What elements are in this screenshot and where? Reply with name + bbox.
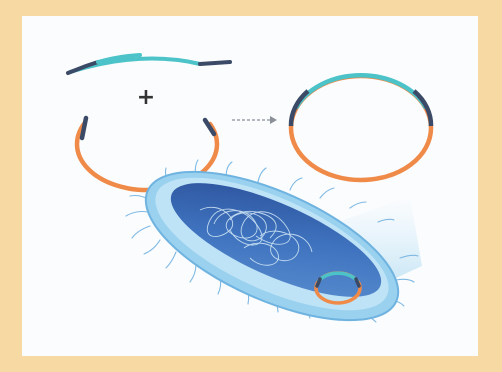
vector-sticky-end-left <box>82 118 86 138</box>
arrow-head <box>270 116 277 124</box>
recombinant-insert-part <box>296 75 426 108</box>
insert-sticky-end-right <box>200 62 230 64</box>
recombinant-plasmid <box>291 75 431 180</box>
insert-dna-fragment <box>68 55 230 73</box>
arrow <box>232 116 277 124</box>
plus-sign: + <box>137 85 155 110</box>
